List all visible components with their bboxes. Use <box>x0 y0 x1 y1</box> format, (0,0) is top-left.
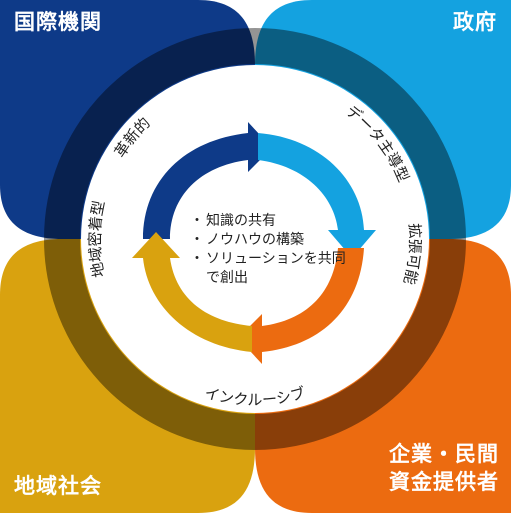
center-item-text: 知識の共有 <box>206 213 276 229</box>
private-sector-label-line1: 企業・民間 <box>389 442 499 466</box>
center-item-text: ソリューションを共同で創出 <box>206 251 346 286</box>
cycle-arrow-orange <box>238 248 364 364</box>
cycle-arrow-blue-light <box>258 133 376 258</box>
international-orgs-label: 国際機関 <box>14 10 102 34</box>
cycle-arrow-blue-dark <box>143 122 272 239</box>
bullet: ・ <box>190 251 204 267</box>
center-item: ・知識の共有 <box>190 212 350 231</box>
inner-white-circle <box>81 65 429 413</box>
community-label: 地域社会 <box>14 474 102 498</box>
private-sector-label-line2: 資金提供者 <box>389 470 499 494</box>
bullet: ・ <box>190 232 204 248</box>
private-sector-label: 企業・民間 資金提供者 <box>389 440 499 496</box>
center-item-text: ノウハウの構築 <box>206 232 304 248</box>
cycle-arrow-yellow <box>132 232 252 352</box>
center-item: ・ノウハウの構築 <box>190 231 350 250</box>
label-community-based: 地域密着型 <box>86 199 108 279</box>
government-label: 政府 <box>453 10 497 34</box>
center-item: ・ソリューションを共同で創出 <box>190 250 350 288</box>
outer-ring-band <box>44 28 466 450</box>
center-activity-list: ・知識の共有 ・ノウハウの構築 ・ソリューションを共同で創出 <box>190 212 350 288</box>
bullet: ・ <box>190 213 204 229</box>
